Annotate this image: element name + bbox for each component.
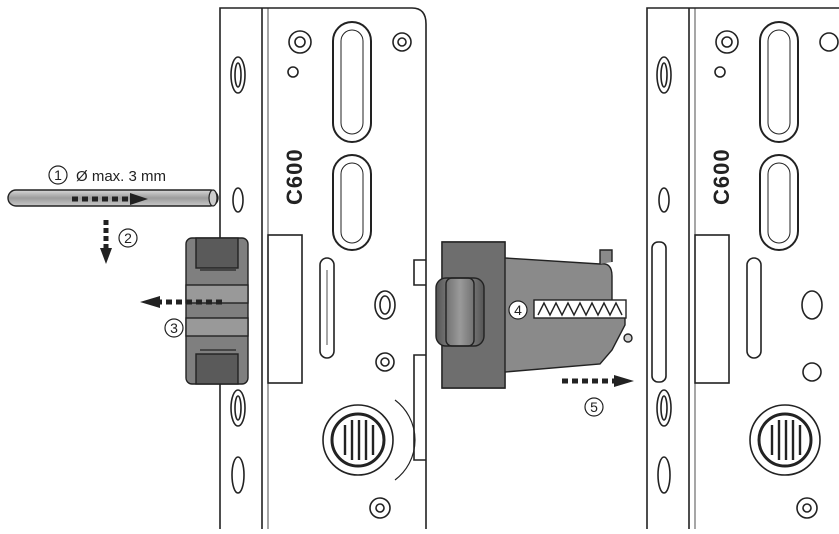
step-2-badge: 2: [118, 228, 138, 248]
step-1-label: Ø max. 3 mm: [76, 168, 166, 185]
lock-plate-right: [646, 7, 839, 529]
removed-insert: [185, 237, 249, 385]
step-3-badge: 3: [164, 318, 184, 338]
lock-plate-left: [219, 7, 427, 529]
svg-text:5: 5: [590, 399, 598, 415]
arrow-right-icon: [72, 193, 148, 205]
step-1-badge: 1: [48, 165, 68, 185]
plate-model-right: C600: [709, 148, 734, 205]
svg-text:3: 3: [170, 320, 178, 336]
svg-text:4: 4: [514, 302, 522, 318]
plate-model-left: C600: [282, 148, 307, 205]
roller-cam-icon: [435, 241, 633, 389]
svg-text:2: 2: [124, 230, 132, 246]
arrow-down-icon: [100, 220, 112, 264]
arrow-right-icon: [562, 375, 634, 387]
svg-text:1: 1: [54, 167, 62, 183]
step-4-badge: 4: [508, 300, 528, 320]
arrow-left-icon: [140, 296, 222, 308]
step-5-badge: 5: [584, 397, 604, 417]
